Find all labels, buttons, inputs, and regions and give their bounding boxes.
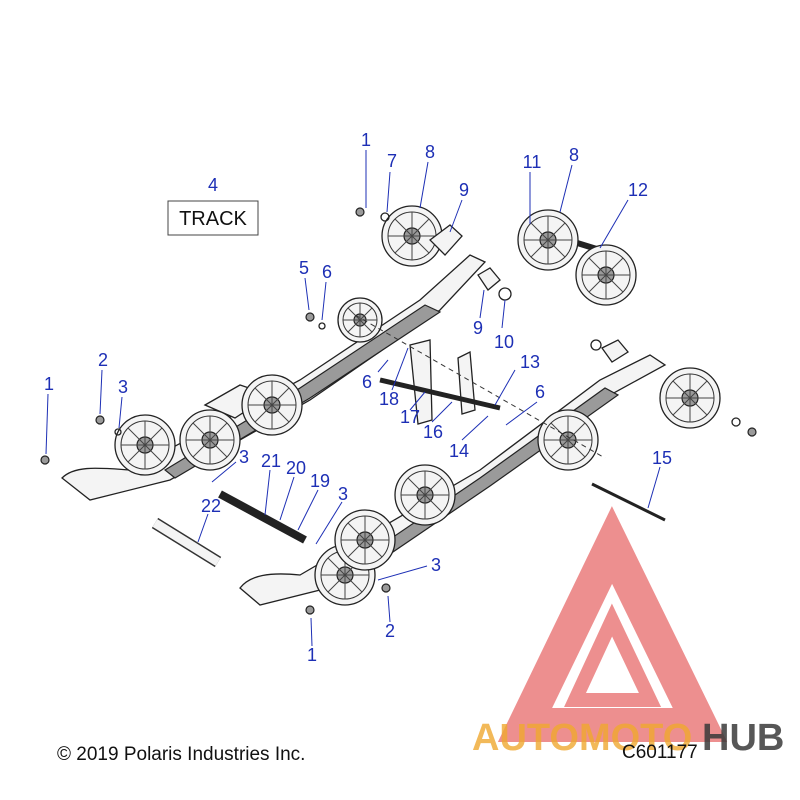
track-label: TRACK (179, 208, 247, 230)
callout-3: 3 (239, 447, 249, 467)
callout-2: 2 (385, 621, 395, 641)
copyright-text: © 2019 Polaris Industries Inc. (57, 744, 306, 765)
callout-12: 12 (628, 180, 648, 200)
callout-3: 3 (118, 377, 128, 397)
figure-code: C601177 (622, 742, 698, 763)
rail-wheel-icon (537, 409, 599, 471)
callout-7: 7 (387, 151, 397, 171)
callout-9: 9 (459, 180, 469, 200)
callout-10: 10 (494, 332, 514, 352)
watermark-text: AUTOMOTO HUB (472, 717, 784, 759)
watermark-logo (497, 506, 728, 742)
left-rail (61, 254, 487, 501)
track-label-box (167, 200, 259, 236)
idler-axle-assembly (517, 209, 637, 306)
callout-1: 1 (307, 645, 317, 665)
callout-6: 6 (535, 382, 545, 402)
rail-wheel-icon (241, 374, 303, 436)
callout-5: 5 (299, 258, 309, 278)
hardware (40, 207, 757, 615)
idler-wheel-icon (381, 205, 443, 267)
callout-6: 6 (362, 372, 372, 392)
callout-15: 15 (652, 448, 672, 468)
leader-lines (45, 150, 661, 647)
idler-wheel-icon (517, 209, 579, 271)
callout-9: 9 (473, 318, 483, 338)
right-rail (239, 354, 721, 606)
callout-3: 3 (338, 484, 348, 504)
watermark-word-right: HUB (702, 717, 784, 759)
callout-18: 18 (379, 389, 399, 409)
callout-2: 2 (98, 350, 108, 370)
callout-11: 11 (523, 152, 542, 172)
callout-8: 8 (425, 142, 435, 162)
rail-wheel-icon (337, 297, 383, 343)
callout-16: 16 (423, 422, 443, 442)
rail-wheel-icon (659, 367, 721, 429)
callout-14: 14 (449, 441, 469, 461)
callout-22: 22 (201, 496, 221, 516)
callout-20: 20 (286, 458, 306, 478)
callout-numbers: 1 7 8 9 11 8 12 4 5 6 9 10 2 1 3 13 18 6… (44, 130, 672, 665)
callout-8: 8 (569, 145, 579, 165)
callout-13: 13 (520, 352, 540, 372)
rail-wheel-icon (179, 409, 241, 471)
watermark-word-left: AUTOMOTO (472, 717, 692, 759)
callout-1: 1 (44, 374, 54, 394)
rail-wheel-icon (334, 509, 396, 571)
rail-wheel-icon (394, 464, 456, 526)
callout-6: 6 (322, 262, 332, 282)
rail-wheel-icon (114, 414, 176, 476)
callout-3: 3 (431, 555, 441, 575)
callout-4: 4 (208, 175, 218, 195)
callout-21: 21 (261, 451, 281, 471)
callout-1: 1 (361, 130, 371, 150)
idler-wheel-icon (575, 244, 637, 306)
callout-17: 17 (400, 407, 420, 427)
callout-19: 19 (310, 471, 330, 491)
